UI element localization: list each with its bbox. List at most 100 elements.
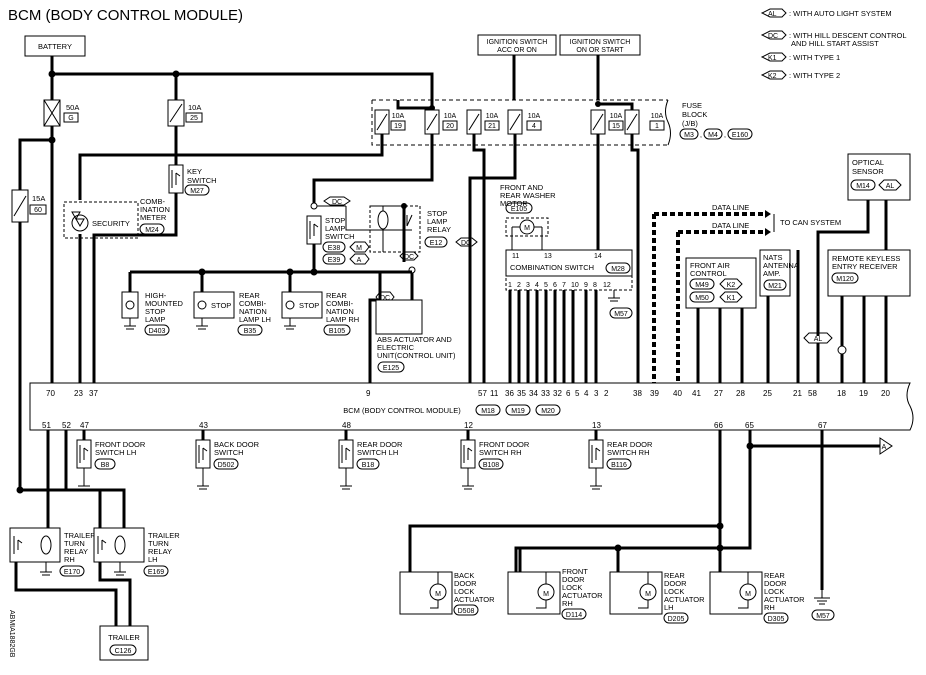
- data-line-label: DATA LINE: [712, 203, 749, 212]
- svg-text:27: 27: [714, 389, 723, 398]
- lamp-inner: STOP: [211, 301, 231, 310]
- svg-text:57: 57: [478, 389, 487, 398]
- trailer-turn-relay-rh: TRAILER TURN RELAY RH E170: [9, 527, 96, 577]
- svg-text:LH: LH: [664, 603, 674, 612]
- lamp-label: NATION: [326, 307, 354, 316]
- lamp-label: LAMP LH: [239, 315, 271, 324]
- svg-text:2: 2: [604, 389, 609, 398]
- stop-lamp-relay-label: LAMP: [427, 217, 447, 226]
- legend-text: : WITH AUTO LIGHT SYSTEM: [789, 9, 892, 18]
- conn-label: B18: [362, 462, 375, 469]
- wire: [14, 562, 118, 626]
- svg-text:REAR DOOR: REAR DOOR: [607, 440, 653, 449]
- key-switch-label: KEY: [187, 167, 202, 176]
- keyless-label: ENTRY RECEIVER: [832, 262, 898, 271]
- legend-code: DC: [768, 33, 778, 40]
- svg-text:LOCK: LOCK: [664, 587, 684, 596]
- arrow-a-label: A: [882, 444, 887, 451]
- pin-label: 11: [512, 253, 519, 260]
- lamp-label: NATION: [239, 307, 267, 316]
- svg-text:20: 20: [881, 389, 890, 398]
- svg-text:ACTUATOR: ACTUATOR: [764, 595, 805, 604]
- keyless-label: REMOTE KEYLESS: [832, 254, 900, 263]
- conn-label: D508: [458, 608, 475, 615]
- dc-tag: DC: [332, 199, 342, 206]
- stop-lamp-relay: STOP LAMP RELAY E12 DC: [369, 203, 478, 253]
- battery-label: BATTERY: [38, 42, 72, 51]
- diagram-code: ABMIA1882GB: [8, 610, 15, 658]
- fuse-id: 25: [190, 115, 198, 122]
- svg-text:6: 6: [566, 389, 571, 398]
- pin-label: 13: [544, 253, 552, 260]
- svg-text:,: ,: [700, 132, 702, 139]
- svg-text:RELAY: RELAY: [64, 547, 88, 556]
- data-line: DATA LINE DATA LINE TO CAN SYSTEM: [652, 203, 841, 383]
- legend-item-k1: K1 : WITH TYPE 1: [760, 52, 840, 62]
- nats-label: AMP.: [763, 269, 780, 278]
- svg-text:18: 18: [837, 389, 846, 398]
- fuse-block-connectors: M3 , M4 , E160: [679, 128, 753, 140]
- conn-label: B105: [329, 328, 345, 335]
- motor-symbol: M: [524, 225, 530, 232]
- conn-label: M24: [145, 227, 159, 234]
- fuse-amp: 10A: [486, 113, 499, 120]
- front-air-control: FRONT AIR CONTROL M49 K2 M50 K1: [685, 257, 757, 309]
- block-fuse-15: 10A 15: [590, 109, 624, 135]
- svg-text:48: 48: [342, 421, 351, 430]
- svg-text:RH: RH: [562, 599, 573, 608]
- lamp-label: LAMP RH: [326, 315, 359, 324]
- svg-text:19: 19: [859, 389, 868, 398]
- wire: [616, 548, 722, 572]
- lamp-label: LAMP: [145, 315, 165, 324]
- block-fuse-4: 10A 4: [507, 109, 542, 135]
- conn-label: E160: [732, 132, 748, 139]
- diagram-title: BCM (BODY CONTROL MODULE): [8, 7, 243, 24]
- svg-text:DOOR: DOOR: [562, 575, 585, 584]
- svg-text:52: 52: [62, 421, 71, 430]
- dc-tag: DC: [461, 240, 471, 247]
- fuse-id: 19: [394, 123, 402, 130]
- svg-text:23: 23: [74, 389, 83, 398]
- svg-text:RH: RH: [764, 603, 775, 612]
- svg-text:4: 4: [535, 282, 539, 289]
- cond-tag: A: [357, 257, 362, 264]
- svg-text:LOCK: LOCK: [562, 583, 582, 592]
- trailer-box: TRAILER C126: [99, 625, 149, 661]
- fuse-amp: 10A: [528, 113, 541, 120]
- junction-dot: [716, 522, 724, 530]
- dc-tag: DC: [380, 295, 390, 302]
- fuse-id: 15: [612, 123, 620, 130]
- wire: [840, 296, 866, 383]
- lamp-label: COMBI-: [239, 299, 267, 308]
- conn-label: M4: [708, 132, 718, 139]
- legend-text: AND HILL START ASSIST: [791, 39, 879, 48]
- legend-text: : WITH TYPE 1: [789, 53, 840, 62]
- conn-label: C126: [115, 648, 132, 655]
- svg-text:RELAY: RELAY: [148, 547, 172, 556]
- abs-label: UNIT(CONTROL UNIT): [377, 351, 456, 360]
- block-fuse-21: 10A 21: [466, 109, 500, 135]
- conn-label: M57: [614, 311, 628, 318]
- svg-text:FRONT: FRONT: [562, 567, 588, 576]
- motor-symbol: M: [543, 591, 549, 598]
- svg-text:6: 6: [553, 282, 557, 289]
- conn-label: E38: [328, 245, 341, 252]
- svg-text:REAR DOOR: REAR DOOR: [357, 440, 403, 449]
- nats-antenna-amp: NATS ANTENNA AMP. M21: [759, 249, 799, 297]
- svg-text:5: 5: [575, 389, 580, 398]
- conn-label: M27: [190, 188, 204, 195]
- junction-dot: [172, 70, 180, 78]
- optical-label: SENSOR: [852, 167, 884, 176]
- svg-text:SWITCH LH: SWITCH LH: [95, 448, 136, 457]
- legend-item-al: AL : WITH AUTO LIGHT SYSTEM: [760, 8, 892, 18]
- conn-label: D114: [566, 612, 582, 619]
- conn-label: E105: [511, 206, 527, 213]
- dc-tag-shape: [399, 251, 419, 261]
- conn-label: M50: [695, 295, 709, 302]
- fuse-block-label: BLOCK: [682, 110, 707, 119]
- ground-conn: [609, 307, 633, 319]
- svg-text:12: 12: [464, 421, 473, 430]
- legend-code: K2: [768, 73, 777, 80]
- svg-text:21: 21: [793, 389, 802, 398]
